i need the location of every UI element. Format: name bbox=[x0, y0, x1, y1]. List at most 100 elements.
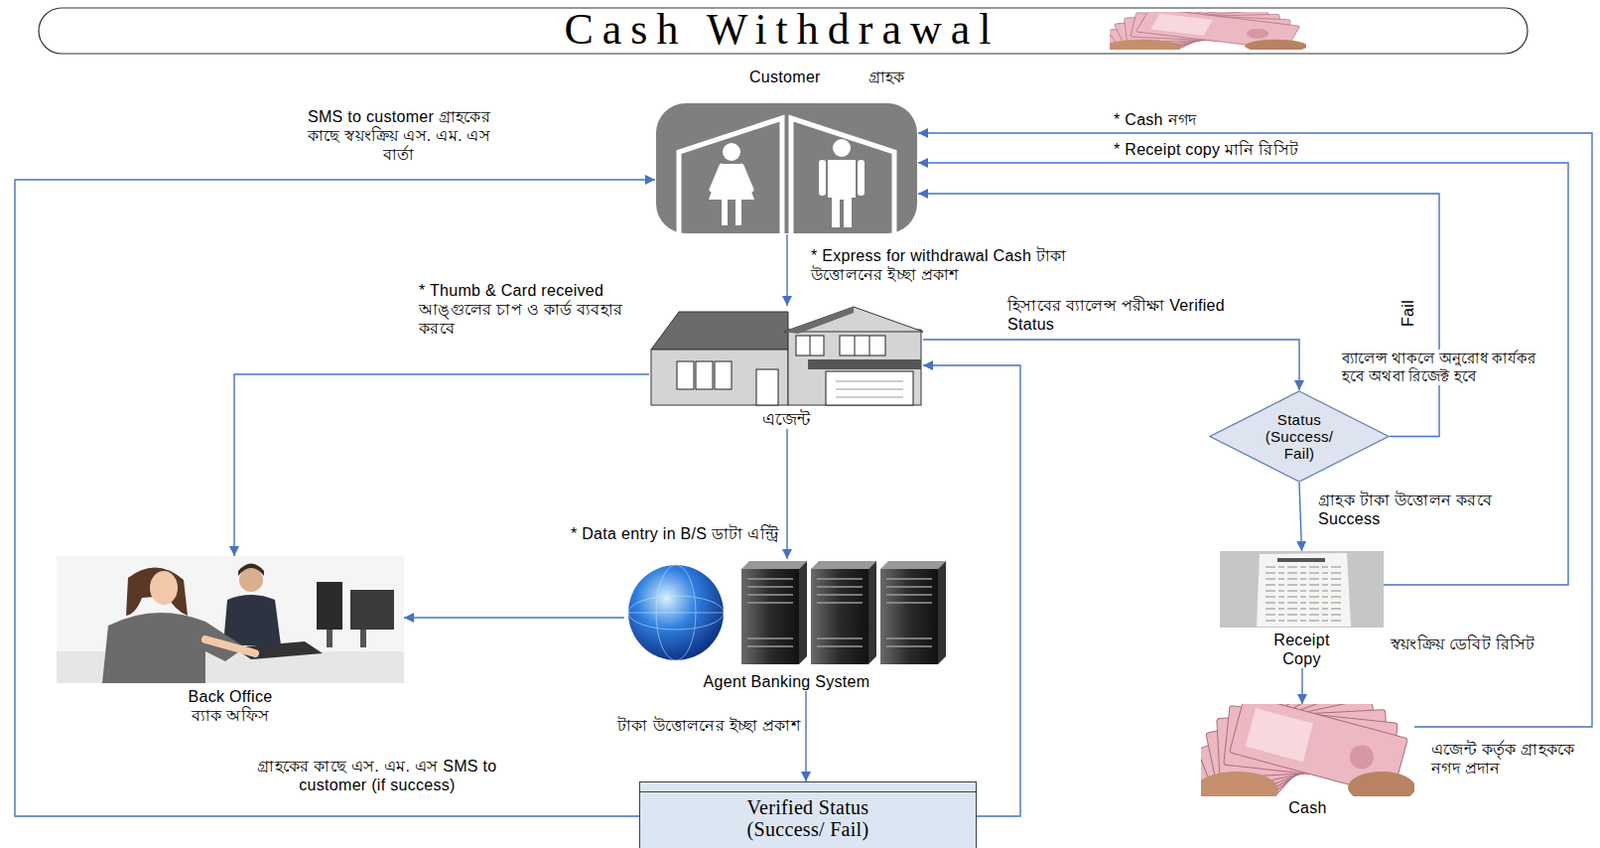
customer-icon-art bbox=[655, 102, 919, 235]
art-path bbox=[223, 594, 281, 646]
art-line bbox=[747, 645, 794, 648]
art-polygon bbox=[937, 560, 946, 665]
art-ellipse bbox=[1244, 39, 1308, 53]
art-line bbox=[747, 585, 794, 588]
art-line bbox=[1265, 601, 1341, 603]
flow-connector bbox=[918, 133, 1593, 727]
art-rect bbox=[676, 361, 694, 390]
art-line bbox=[747, 593, 794, 596]
art-line bbox=[1265, 565, 1341, 567]
art-line bbox=[1265, 577, 1341, 579]
note-label: SMS to customer গ্রাহকের কাছে স্বয়ংক্রি… bbox=[287, 107, 511, 164]
art-polygon bbox=[880, 560, 946, 569]
flow-connector bbox=[804, 690, 806, 782]
customer-icon: Customerগ্রাহক bbox=[655, 67, 919, 235]
art-ellipse bbox=[628, 595, 724, 630]
art-polygon bbox=[651, 311, 789, 350]
receipt-copy: Receipt Copyস্বয়ংক্রিয় ডেবিট রিসিট bbox=[1219, 550, 1384, 668]
banking-system-server-art bbox=[624, 558, 949, 667]
edge-label: * Receipt copy মানি রিসিট bbox=[1111, 139, 1301, 159]
art-line bbox=[886, 637, 933, 640]
status-decision-diamond: Status (Success/ Fail) bbox=[1208, 390, 1390, 483]
art-circle bbox=[1346, 742, 1376, 772]
art-polygon bbox=[784, 306, 854, 334]
art-line bbox=[1265, 589, 1341, 591]
art-path bbox=[809, 335, 870, 356]
edge-label: গ্রাহক টাকা উত্তোলন করবে Success bbox=[1316, 490, 1559, 529]
art-line bbox=[816, 593, 863, 596]
art-rect bbox=[857, 159, 865, 196]
edge-label: * Express for withdrawal Cash টাকা উত্তো… bbox=[808, 246, 1101, 284]
node-label: Verified Status (Success/ Fail) bbox=[718, 796, 898, 840]
art-rect bbox=[810, 568, 869, 665]
art-polygon bbox=[1256, 552, 1351, 627]
art-circle bbox=[832, 138, 851, 157]
art-polygon bbox=[799, 560, 807, 665]
art-path bbox=[238, 563, 265, 577]
art-path bbox=[678, 118, 895, 234]
art-path bbox=[711, 165, 752, 190]
back-office-photo-art bbox=[56, 555, 404, 683]
art-circle bbox=[628, 564, 724, 661]
node-label: এজেন্ট bbox=[762, 409, 811, 429]
art-rect bbox=[1245, 707, 1314, 762]
art-line bbox=[816, 645, 863, 648]
edge-label: টাকা উত্তোলনের ইচ্ছা প্রকাশ bbox=[555, 715, 802, 735]
verified-status-box: Verified Status (Success/ Fail) bbox=[639, 781, 977, 848]
art-path bbox=[126, 566, 188, 616]
art-rect bbox=[839, 335, 886, 356]
art-line bbox=[628, 612, 724, 614]
art-rect bbox=[788, 329, 922, 405]
art-rect bbox=[880, 568, 938, 665]
diagram-title: Cash Withdrawal bbox=[535, 5, 1029, 54]
node-label: Cash bbox=[1288, 798, 1328, 817]
edge-label: Fail bbox=[1398, 297, 1418, 329]
edge-label: * Data entry in B/S ডাটা এন্ট্রি bbox=[478, 524, 781, 543]
art-g bbox=[676, 335, 914, 405]
art-rect bbox=[818, 159, 826, 196]
receipt-copy-art bbox=[1219, 550, 1384, 628]
flow-connector bbox=[1301, 667, 1303, 704]
flow-connector bbox=[786, 234, 788, 306]
art-rect bbox=[1150, 13, 1213, 36]
art-line bbox=[747, 637, 794, 640]
node-label: ব্যাক অফিস bbox=[191, 705, 269, 725]
label-row: Customerগ্রাহক bbox=[655, 67, 906, 87]
art-line bbox=[1265, 613, 1341, 615]
art-polygon bbox=[741, 560, 807, 569]
table-rule bbox=[640, 791, 976, 793]
art-rect bbox=[350, 589, 395, 630]
banking-system-server: Agent Banking System bbox=[624, 558, 949, 691]
flow-connector bbox=[923, 339, 1300, 391]
art-rect bbox=[807, 359, 922, 370]
art-line bbox=[816, 577, 863, 580]
art-rect bbox=[651, 349, 789, 405]
art-line bbox=[816, 601, 863, 604]
art-line bbox=[886, 585, 933, 588]
art-ellipse bbox=[149, 570, 178, 605]
art-path bbox=[708, 163, 755, 226]
art-rect bbox=[360, 629, 367, 648]
art-g bbox=[628, 564, 724, 661]
art-line bbox=[816, 637, 863, 640]
art-rect bbox=[1277, 557, 1326, 562]
art-line bbox=[886, 593, 933, 596]
art-line bbox=[1265, 607, 1341, 609]
node-label: স্বয়ংক্রিয় ডেবিট রিসিট bbox=[1390, 634, 1590, 654]
back-office-photo: Back Officeব্যাক অফিস bbox=[56, 555, 404, 725]
art-line bbox=[1265, 571, 1341, 573]
art-ellipse bbox=[1200, 771, 1279, 797]
art-circle bbox=[1244, 27, 1272, 40]
edge-label: হিসাবের ব্যালেন্স পরীক্ষা Verified Statu… bbox=[1005, 295, 1268, 334]
art-rect bbox=[316, 581, 343, 630]
art-ellipse bbox=[1103, 39, 1181, 55]
flow-connector bbox=[918, 193, 1440, 437]
art-circle bbox=[722, 142, 741, 161]
node-label: এজেন্ট কর্তৃক গ্রাহককে নগদ প্রদান bbox=[1431, 739, 1581, 778]
art-polygon bbox=[810, 560, 877, 569]
art-polygon bbox=[868, 560, 877, 665]
art-line bbox=[747, 577, 794, 580]
art-circle bbox=[239, 567, 264, 592]
art-rect bbox=[741, 568, 800, 665]
